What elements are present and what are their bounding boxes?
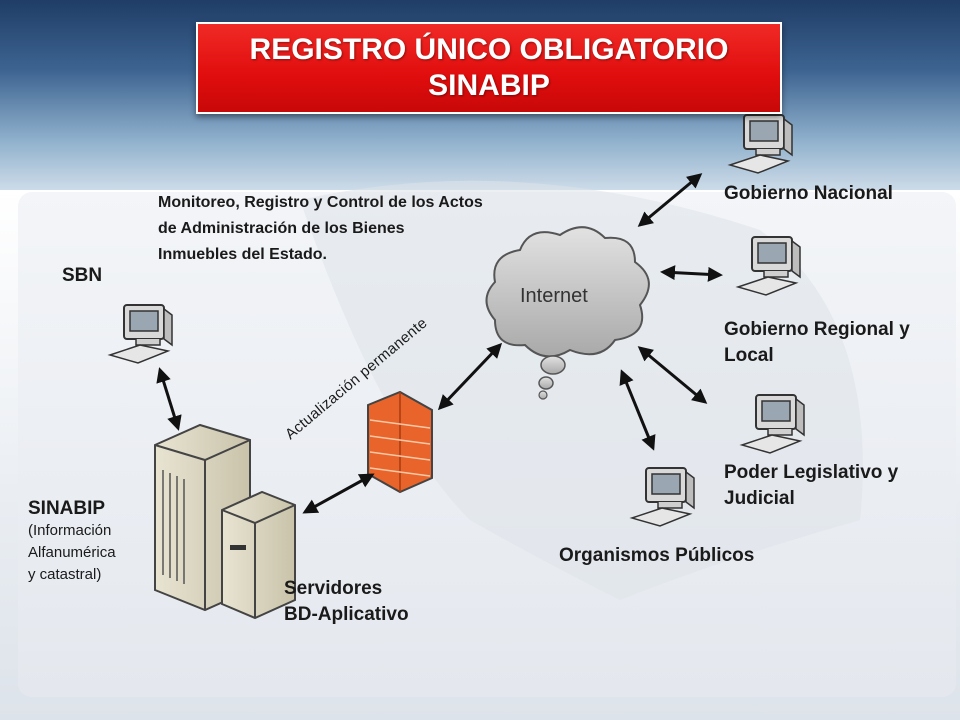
title-banner: REGISTRO ÚNICO OBLIGATORIO SINABIP xyxy=(196,22,782,114)
internet-poder-legislativo-link xyxy=(637,346,708,404)
internet-label: Internet xyxy=(520,285,588,307)
sinabip-detail-3: y catastral) xyxy=(28,566,102,583)
servidores-label-2: BD-Aplicativo xyxy=(284,604,409,625)
gobierno-nacional-label: Gobierno Nacional xyxy=(724,183,893,204)
title-line-2: SINABIP xyxy=(428,69,550,102)
gobierno-nacional-computer-icon xyxy=(729,114,793,174)
servidores-label-1: Servidores xyxy=(284,578,383,599)
gobierno-regional-label: Gobierno Regional y Local xyxy=(724,319,910,366)
sbn-computer-icon xyxy=(109,304,173,364)
server-small-icon xyxy=(221,490,296,620)
title-line-1: REGISTRO ÚNICO OBLIGATORIO xyxy=(249,33,729,66)
internet-cloud-icon xyxy=(485,226,650,400)
firewall-icon xyxy=(367,390,433,494)
internet-gobierno-nacional-link xyxy=(637,173,703,227)
sinabip-detail-2: Alfanumérica xyxy=(28,544,116,561)
description-text: Monitoreo, Registro y Control de los Act… xyxy=(158,194,483,263)
internet-organismos-link xyxy=(619,369,656,451)
firewall-internet-link xyxy=(437,342,503,411)
poder-legislativo-label: Poder Legislativo y Judicial xyxy=(724,462,899,509)
map-silhouette xyxy=(300,180,863,600)
server-firewall-link xyxy=(302,473,375,514)
organismos-label: Organismos Públicos xyxy=(559,545,755,566)
sbn-server-link xyxy=(156,367,182,431)
internet-gobierno-regional-link xyxy=(660,265,723,282)
sinabip-block: SINABIP (Información Alfanumérica y cata… xyxy=(28,498,116,586)
sinabip-detail-1: (Información xyxy=(28,522,112,539)
sbn-label: SBN xyxy=(62,265,103,286)
sinabip-label: SINABIP xyxy=(28,498,106,519)
